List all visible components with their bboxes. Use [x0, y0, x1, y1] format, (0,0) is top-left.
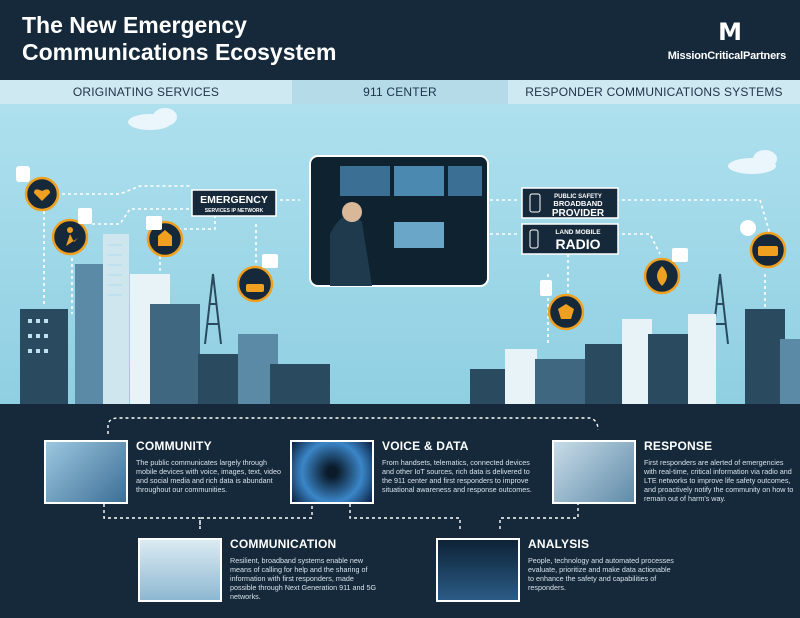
response-title: RESPONSE — [644, 439, 713, 453]
communication-title: COMMUNICATION — [230, 537, 337, 551]
dispatch-center-photo — [309, 155, 489, 287]
tablet-icon — [146, 216, 162, 230]
tablet-icon — [672, 248, 688, 262]
smartwatch-icon — [16, 166, 30, 182]
band-911-center: 911 CENTER — [292, 80, 508, 104]
analysis-thumbnail — [436, 538, 520, 602]
scene-illustration: EMERGENCY SERVICES IP NETWORK PUBLIC SAF… — [16, 108, 800, 404]
phone-icon — [78, 208, 92, 224]
wireless-icon — [740, 220, 756, 236]
logo: M MissionCriticalPartners — [668, 18, 786, 62]
voice-data-thumbnail — [290, 440, 374, 504]
esinet-box: EMERGENCY SERVICES IP NETWORK — [191, 189, 277, 217]
esinet-line-1: EMERGENCY — [200, 194, 268, 206]
community-thumbnail — [44, 440, 128, 504]
phone-icon — [529, 193, 541, 213]
lifecycle-connectors — [103, 417, 599, 529]
radio-tower-left — [204, 273, 222, 345]
title-line-2: Communications Ecosystem — [22, 39, 337, 65]
city-skyline-left — [20, 234, 330, 404]
communication-thumbnail — [138, 538, 222, 602]
lifecycle-panel: COMMUNITY The public communicates largel… — [0, 404, 800, 618]
logo-text: MissionCriticalPartners — [667, 50, 786, 62]
communication-body: Resilient, broadband systems enable new … — [230, 556, 377, 601]
broadband-line-2: BROADBAND — [553, 199, 603, 208]
phone-icon — [540, 280, 552, 296]
broadband-line-3: PROVIDER — [552, 208, 605, 219]
voice-data-body: From handsets, telematics, connected dev… — [382, 458, 532, 494]
radio-line-2: RADIO — [555, 236, 600, 252]
band-responder-systems: RESPONDER COMMUNICATIONS SYSTEMS — [508, 80, 800, 104]
broadband-provider-box: PUBLIC SAFETY BROADBAND PROVIDER — [521, 187, 619, 219]
ecosystem-scene: EMERGENCY SERVICES IP NETWORK PUBLIC SAF… — [0, 104, 800, 404]
esinet-line-2: SERVICES IP NETWORK — [205, 208, 264, 214]
community-title: COMMUNITY — [136, 439, 212, 453]
analysis-body: People, technology and automated process… — [528, 556, 674, 592]
broadband-line-1: PUBLIC SAFETY — [554, 194, 602, 200]
analysis-title: ANALYSIS — [528, 537, 590, 551]
response-thumbnail — [552, 440, 636, 504]
logo-mark: M — [718, 18, 742, 46]
icon-glyphs — [34, 189, 778, 319]
small-icons — [16, 166, 756, 296]
cloud-icon — [128, 108, 777, 174]
radio-line-1: LAND MOBILE — [555, 229, 601, 236]
camera-icon — [262, 254, 278, 268]
voice-data-title: VOICE & DATA — [382, 439, 469, 453]
page-title: The New Emergency Communications Ecosyst… — [22, 12, 336, 66]
section-bands: ORIGINATING SERVICES 911 CENTER RESPONDE… — [0, 80, 800, 104]
band-originating-services: ORIGINATING SERVICES — [0, 80, 292, 104]
city-skyline-right — [470, 309, 800, 404]
community-body: The public communicates largely through … — [136, 458, 282, 494]
radio-icon — [529, 229, 539, 249]
header: The New Emergency Communications Ecosyst… — [0, 0, 800, 80]
response-body: First responders are alerted of emergenc… — [644, 458, 794, 503]
land-mobile-radio-box: LAND MOBILE RADIO — [521, 223, 619, 255]
title-line-1: The New Emergency — [22, 12, 247, 38]
